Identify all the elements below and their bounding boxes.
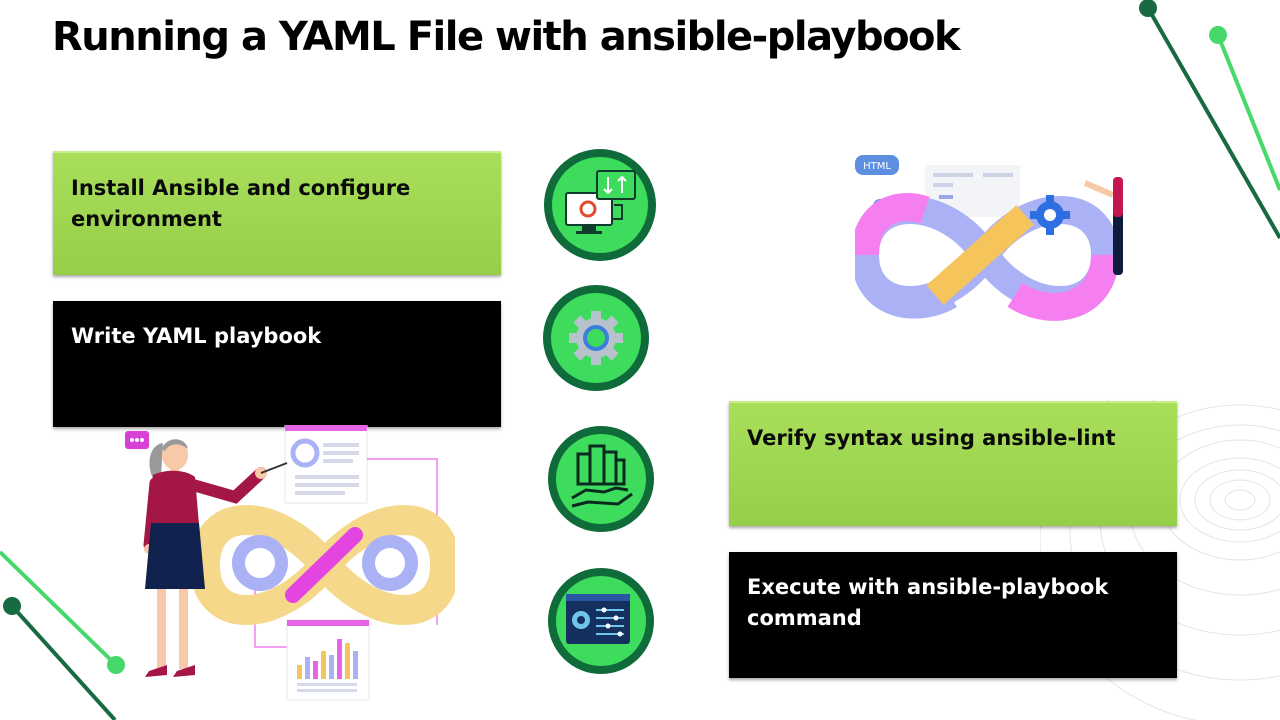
step-execute-label: Execute with ansible-playbook command xyxy=(747,575,1109,630)
step-verify-syntax-label: Verify syntax using ansible-lint xyxy=(747,426,1116,450)
corner-lines-top-right xyxy=(1139,0,1280,239)
step-execute-card: Execute with ansible-playbook command xyxy=(729,552,1177,678)
building-hand-icon xyxy=(548,426,654,532)
step-verify-syntax-card: Verify syntax using ansible-lint xyxy=(729,401,1177,526)
step-install-ansible-card: Install Ansible and configure environmen… xyxy=(53,151,501,275)
step-write-playbook-card: Write YAML playbook xyxy=(53,301,501,427)
presenter-devops-illustration xyxy=(125,425,455,701)
slide-title: Running a YAML File with ansible-playboo… xyxy=(52,14,961,60)
step-write-playbook-label: Write YAML playbook xyxy=(71,324,322,348)
dashboard-settings-icon xyxy=(548,568,654,674)
devops-infinity-illustration-top: HTML PHP xyxy=(855,155,1123,321)
corner-lines-bottom-left xyxy=(0,550,125,720)
html-tag: HTML xyxy=(863,161,891,172)
gear-icon xyxy=(543,285,649,391)
computer-sync-icon xyxy=(544,149,656,261)
step-install-ansible-label: Install Ansible and configure environmen… xyxy=(71,176,411,231)
